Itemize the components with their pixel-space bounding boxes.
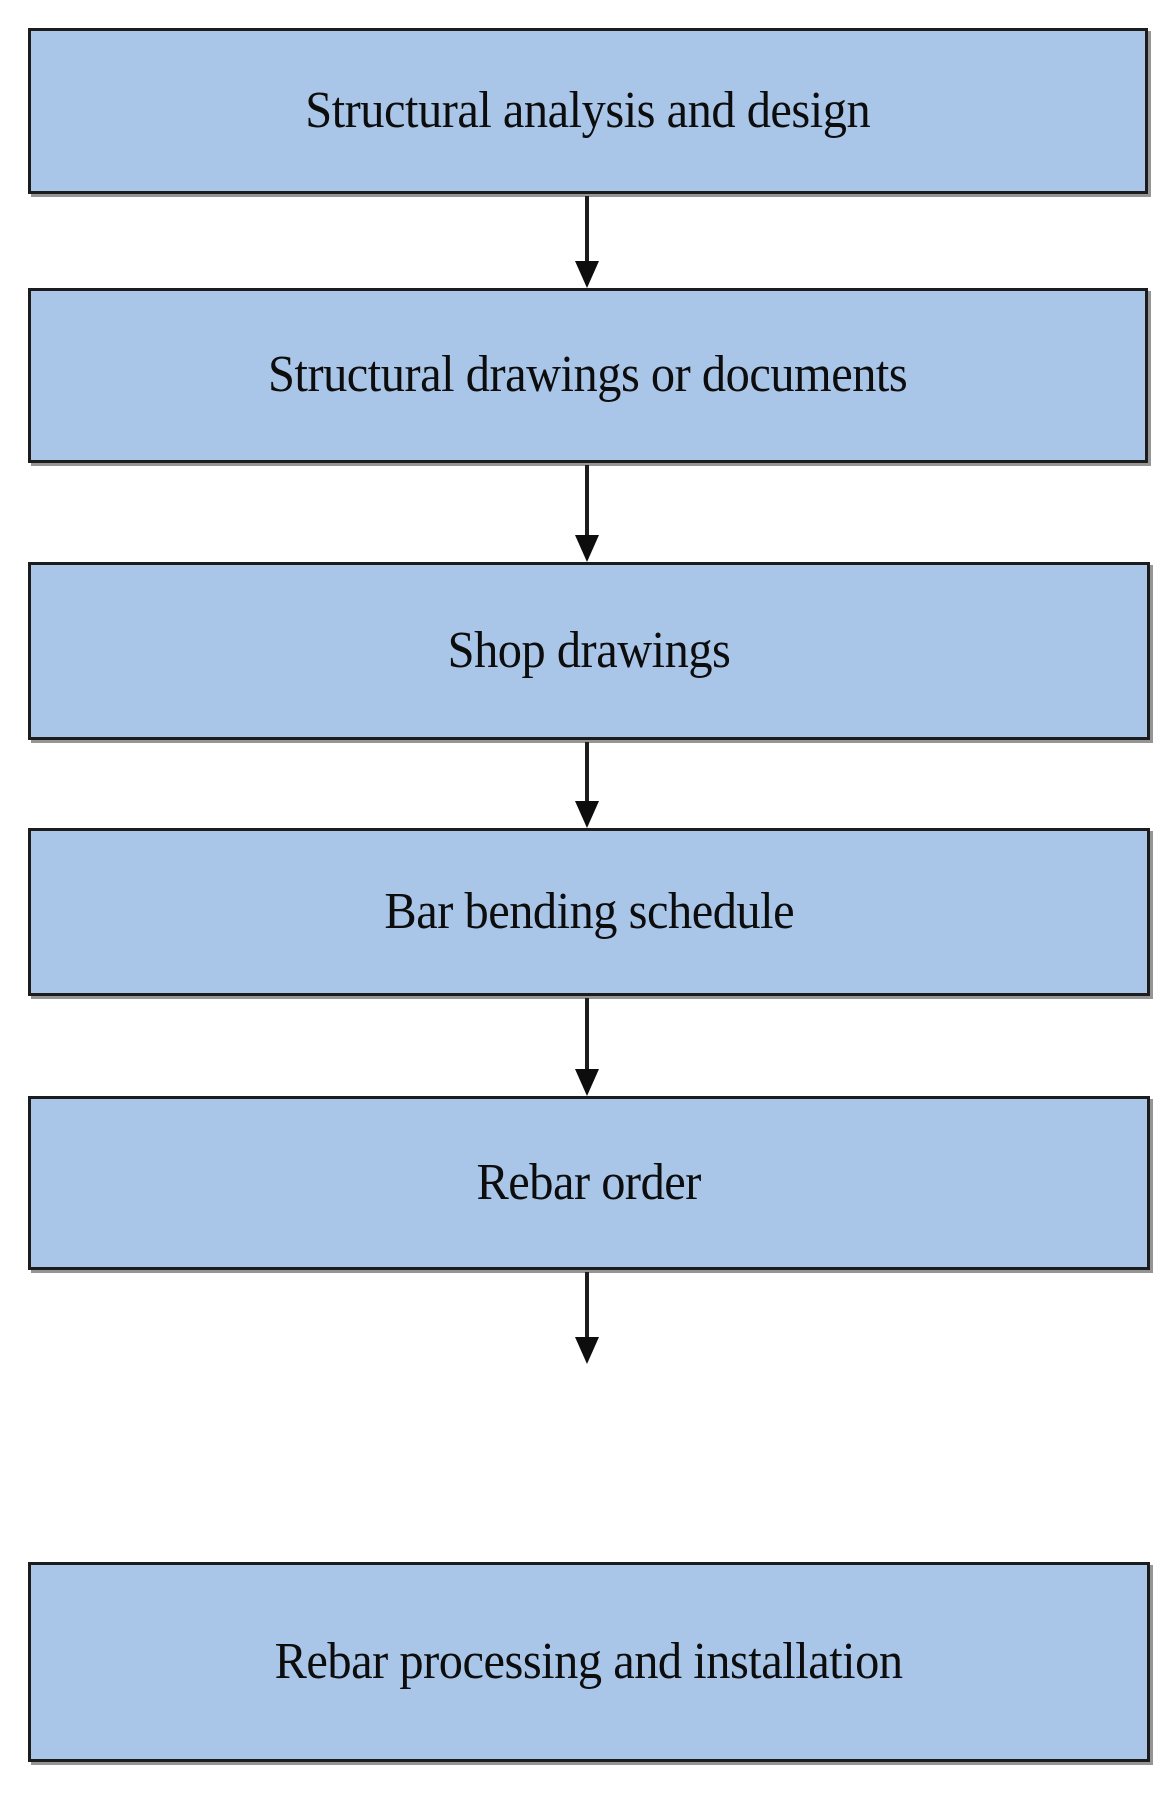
- node-label: Structural analysis and design: [305, 81, 871, 139]
- node-label: Structural drawings or documents: [268, 346, 908, 404]
- flowchart-node-rebar-processing-and-installation[interactable]: Rebar processing and installation: [28, 1562, 1150, 1762]
- arrow-shaft: [585, 196, 589, 261]
- flowchart-node-shop-drawings[interactable]: Shop drawings: [28, 562, 1150, 740]
- arrowhead-down-icon: [575, 535, 599, 562]
- flowchart-arrow-3: [575, 742, 599, 828]
- node-label: Bar bending schedule: [384, 882, 794, 940]
- arrow-shaft: [585, 465, 589, 535]
- flowchart-node-bar-bending-schedule[interactable]: Bar bending schedule: [28, 828, 1150, 996]
- node-label: Rebar order: [476, 1153, 702, 1211]
- node-label: Shop drawings: [447, 621, 731, 679]
- arrow-shaft: [585, 998, 589, 1069]
- flowchart-arrow-5: [575, 1272, 599, 1364]
- node-label: Rebar processing and installation: [275, 1632, 903, 1690]
- flowchart-arrow-2: [575, 465, 599, 562]
- arrowhead-down-icon: [575, 1069, 599, 1096]
- flowchart-node-structural-analysis-and-design[interactable]: Structural analysis and design: [28, 28, 1148, 194]
- flowchart-node-rebar-order[interactable]: Rebar order: [28, 1096, 1150, 1270]
- arrowhead-down-icon: [575, 801, 599, 828]
- arrowhead-down-icon: [575, 1337, 599, 1364]
- flowchart-arrow-4: [575, 998, 599, 1096]
- flowchart-node-structural-drawings-or-documents[interactable]: Structural drawings or documents: [28, 288, 1148, 463]
- flowchart-arrow-1: [575, 196, 599, 288]
- arrow-shaft: [585, 742, 589, 801]
- arrowhead-down-icon: [575, 261, 599, 288]
- arrow-shaft: [585, 1272, 589, 1337]
